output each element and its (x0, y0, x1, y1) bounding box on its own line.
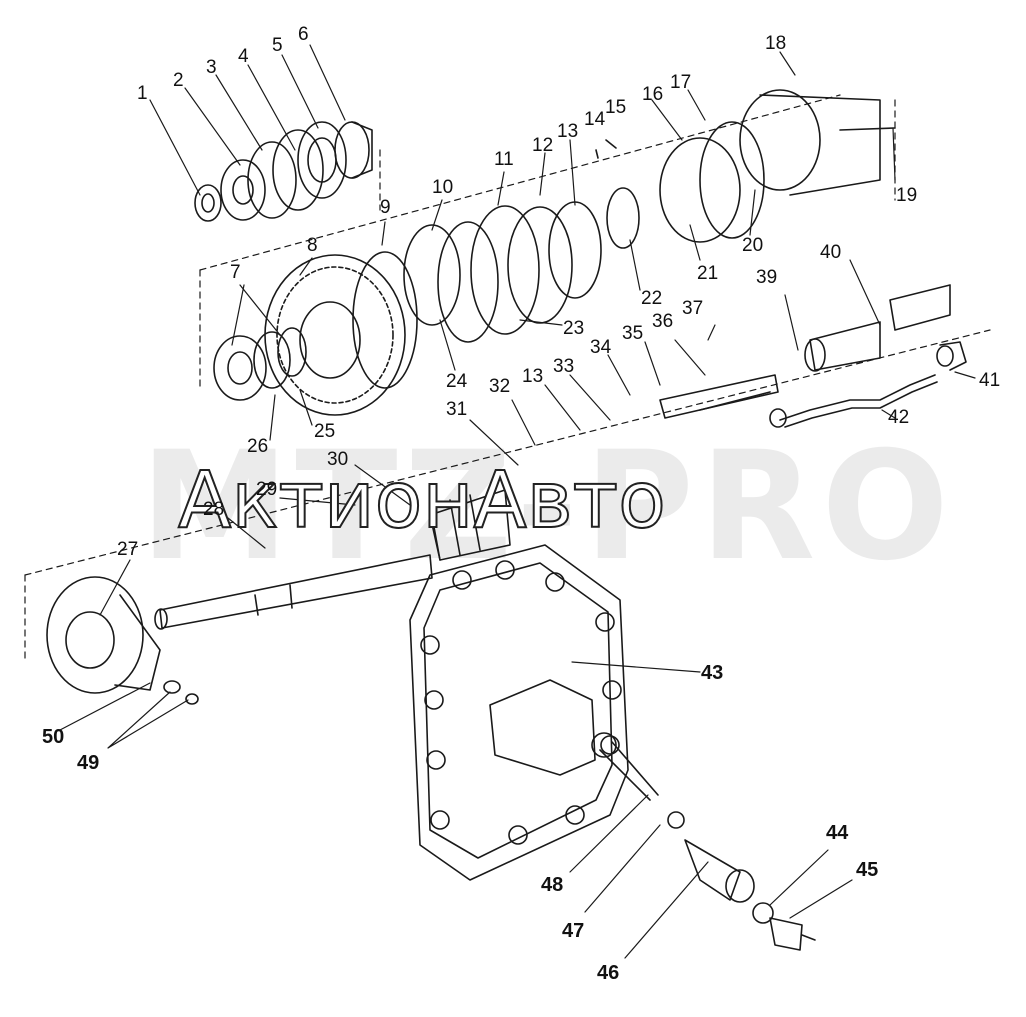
callout-49: 49 (77, 752, 100, 774)
callout-2: 2 (173, 70, 184, 91)
callout-8: 8 (307, 235, 318, 256)
callout-41: 41 (979, 370, 1001, 391)
callout-14: 14 (584, 109, 606, 130)
callout-21: 21 (697, 263, 719, 284)
callout-35: 35 (622, 323, 644, 344)
splined-shafts (429, 284, 951, 561)
callout-22: 22 (641, 288, 663, 309)
callout-26: 26 (247, 436, 269, 457)
callout-46: 46 (597, 962, 620, 984)
callout-39: 39 (756, 267, 778, 288)
assembly-axis-lines (24, 94, 991, 661)
leader-lines (59, 44, 976, 959)
callout-30: 30 (327, 449, 349, 470)
oil-pipe (769, 341, 967, 428)
callout-5: 5 (272, 35, 283, 56)
callout-23: 23 (563, 318, 585, 339)
callout-13: 13 (557, 121, 579, 142)
cover-plate (409, 544, 659, 881)
callout-42: 42 (888, 407, 910, 428)
callout-28: 28 (203, 499, 225, 520)
callout-31: 31 (446, 399, 468, 420)
callout-3: 3 (206, 57, 217, 78)
callout-4: 4 (238, 46, 249, 67)
callout-33: 33 (553, 356, 575, 377)
callout-10: 10 (432, 177, 454, 198)
callout-36: 36 (652, 311, 674, 332)
drum-shaft-assembly (659, 89, 896, 243)
clutch-discs (403, 139, 640, 343)
callout-40: 40 (820, 242, 842, 263)
callout-43: 43 (701, 662, 724, 684)
callout-6: 6 (298, 24, 309, 45)
callout-45: 45 (856, 859, 879, 881)
callout-11: 11 (494, 149, 514, 170)
callout-17: 17 (670, 72, 692, 93)
shift-fork (46, 576, 199, 705)
callout-37: 37 (682, 298, 704, 319)
callout-48: 48 (541, 874, 564, 896)
callout-29: 29 (256, 479, 278, 500)
callout-44: 44 (826, 822, 849, 844)
callout-19: 19 (896, 185, 918, 206)
callout-27: 27 (117, 539, 139, 560)
callout-7: 7 (230, 262, 241, 283)
callout-18: 18 (765, 33, 787, 54)
callout-20: 20 (742, 235, 764, 256)
callout-9: 9 (380, 197, 391, 218)
callout-15: 15 (605, 97, 627, 118)
main-shaft (154, 554, 433, 630)
callout-33-label-13: 13 (522, 366, 544, 387)
callout-47: 47 (562, 920, 585, 942)
large-gear (213, 251, 418, 416)
callout-16: 16 (642, 84, 664, 105)
callout-50: 50 (42, 726, 65, 748)
bearing-nut-group (194, 121, 373, 222)
fitting-parts (667, 811, 816, 951)
callout-25: 25 (314, 421, 336, 442)
callout-1: 1 (137, 83, 148, 104)
watermark-logo: MTZ-PRO (140, 420, 955, 594)
callout-32: 32 (489, 376, 511, 397)
callout-12: 12 (532, 135, 554, 156)
watermark-brand: АктионАвто (177, 455, 667, 547)
callout-24: 24 (446, 371, 468, 392)
callout-34: 34 (590, 337, 612, 358)
